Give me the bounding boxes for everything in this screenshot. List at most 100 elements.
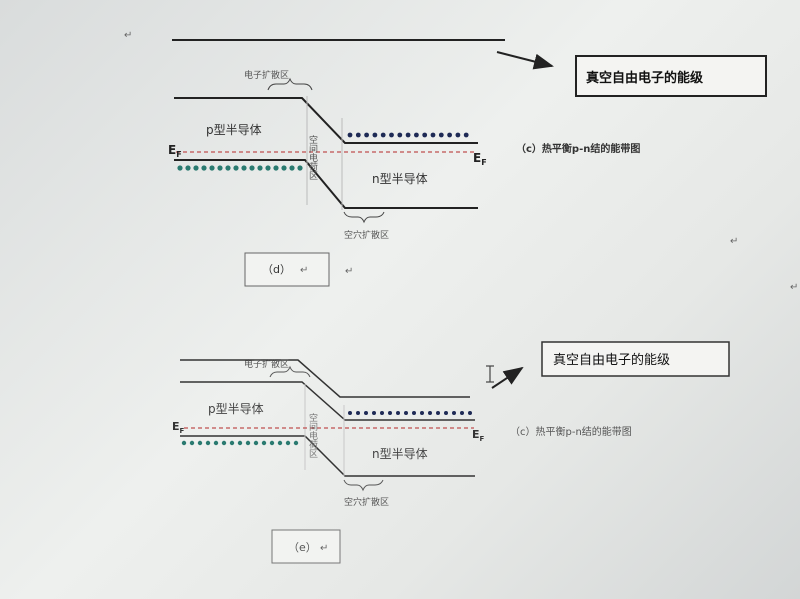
vacuum-label-e: 真空自由电子的能级 [553,352,670,368]
electron-dot [444,411,448,415]
hole-dot [273,165,279,171]
hole-dot [185,165,191,171]
fig-d-box [244,252,330,287]
hole-dot [285,440,291,446]
electron-dot [436,411,440,415]
caption-e: （c）热平衡p-n结的能带图 [510,425,632,438]
valence-band [174,159,478,209]
hole-dot [241,165,247,171]
hole-dot [265,165,271,171]
fermi-label-right-e: EF [472,428,485,443]
hole-dot [289,165,295,171]
diagram-d: 真空自由电子的能级 电子扩散区 EF EF p型半导体 n型半导体 空间电荷区 … [124,30,767,287]
return-mark: ↵ [300,265,308,276]
return-mark: ↵ [320,543,328,554]
hole-diffusion-brace [343,211,385,224]
hole-dot [253,440,259,446]
electron-dot [428,411,432,415]
electron-dot [364,411,368,415]
hole-dot [233,165,239,171]
p-type-label: p型半导体 [206,123,262,137]
electron-dot [422,132,428,138]
fermi-label-right: EF [473,151,487,167]
hole-dot [281,165,287,171]
hole-dot [189,440,195,446]
p-type-label-e: p型半导体 [208,402,264,416]
electron-dot [356,411,360,415]
hole-dot [177,165,183,171]
conduction-band-e [180,381,475,421]
electron-diffusion-brace [267,77,313,91]
hole-dots [177,165,303,171]
caption-d: （c）热平衡p-n结的能带图 [516,142,640,155]
hole-dot [237,440,243,446]
hole-diffusion-label-e: 空穴扩散区 [344,496,389,508]
electron-dot [380,132,386,138]
hole-dot [205,440,211,446]
fig-d-label: （d） [262,263,291,276]
electron-dot [412,411,416,415]
fermi-label-left-e: EF [172,420,185,435]
conduction-band [174,97,478,144]
electron-diffusion-label: 电子扩散区 [244,69,289,81]
text-cursor-icon [486,365,494,383]
vacuum-arrow [496,51,554,70]
hole-dot [221,440,227,446]
electron-dot [405,132,411,138]
electron-dot [397,132,403,138]
hole-dots-e [181,440,299,446]
electron-dots-e [348,411,472,415]
fig-e-label: （e） [288,541,317,554]
hole-dot [209,165,215,171]
electron-dot [389,132,394,138]
vacuum-label-box-e [541,341,730,377]
n-type-label: n型半导体 [372,172,428,186]
electron-dot [414,132,419,138]
electron-dot [420,411,424,415]
hole-dot [245,440,251,446]
electron-dot [372,411,376,415]
fig-e-box [271,529,341,564]
electron-dot [404,411,408,415]
electron-dot [364,132,369,138]
depletion-label: 空间电荷区 [307,134,318,180]
hole-diffusion-label: 空穴扩散区 [344,229,389,241]
electron-diffusion-brace-e [269,365,311,378]
depletion-label-e: 空间电荷区 [307,412,318,458]
electron-diffusion-label-e: 电子扩散区 [244,358,289,370]
fermi-label-left: EF [168,143,182,159]
electron-dot [455,132,461,138]
hole-dot [217,165,223,171]
hole-dot [293,440,299,446]
electron-dot [460,411,464,415]
electron-dot [380,411,384,415]
electron-dot [372,132,378,138]
hole-dot [261,440,267,446]
hole-diffusion-brace-e [343,479,384,492]
return-mark: ↵ [345,266,353,277]
electron-dot [430,132,436,138]
hole-dot [193,165,199,171]
electron-dot [347,132,353,138]
electron-dot [396,411,400,415]
electron-dot [355,132,361,138]
hole-dot [257,165,263,171]
electron-dot [447,132,452,138]
hole-dot [229,440,235,446]
electron-dot [438,132,444,138]
hole-dot [225,165,231,171]
electron-dots [347,132,469,138]
vacuum-label: 真空自由电子的能级 [586,70,704,86]
n-type-label-e: n型半导体 [372,447,428,461]
hole-dot [201,165,207,171]
hole-dot [197,440,203,446]
electron-dot [348,411,352,415]
hole-dot [181,440,187,446]
electron-dot [388,411,392,415]
hole-dot [269,440,275,446]
vacuum-label-box [575,55,767,97]
return-mark: ↵ [790,282,798,293]
hole-dot [249,165,255,171]
vacuum-arrow-e [491,366,524,389]
